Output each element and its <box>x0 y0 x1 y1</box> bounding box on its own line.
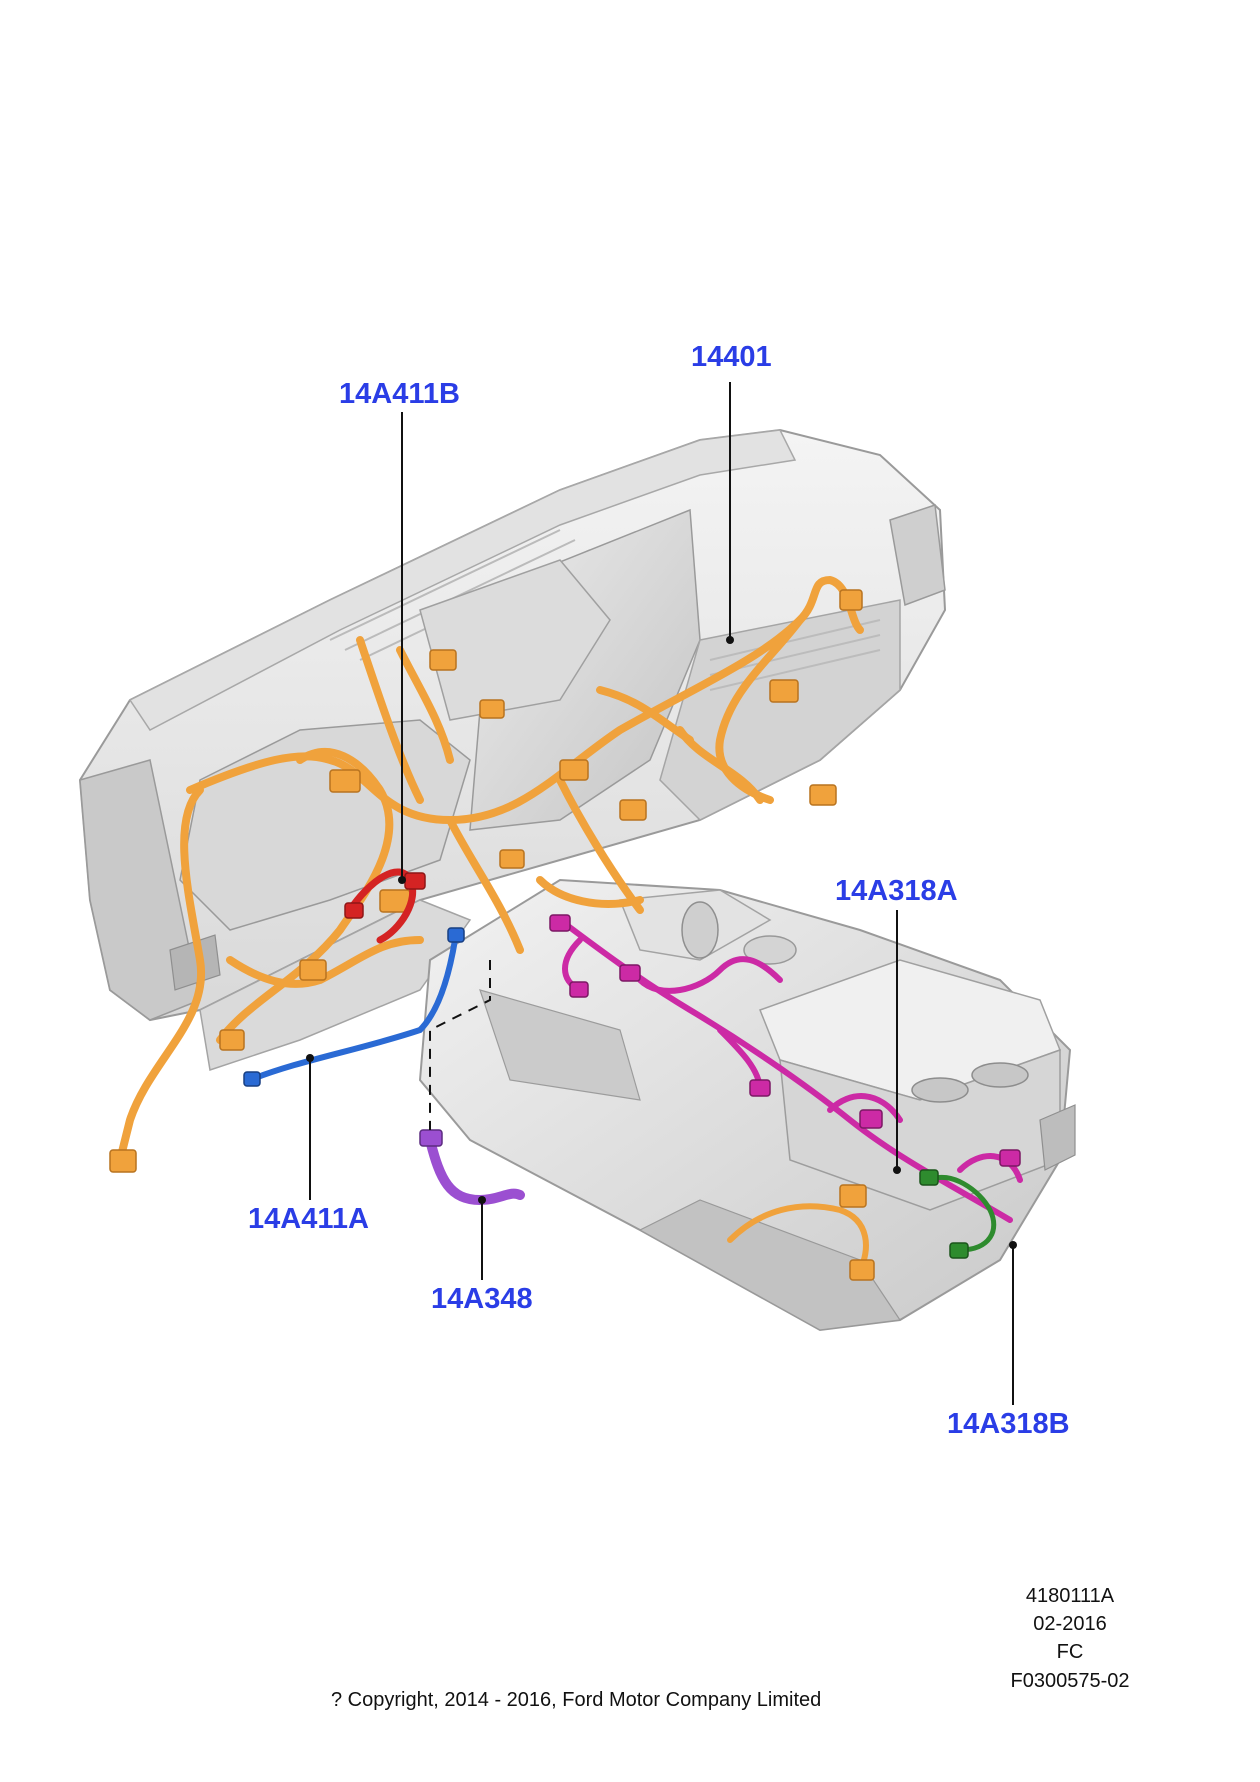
main-harness-14401 <box>116 576 864 1164</box>
callout-14A318B: 14A318B <box>947 1408 1070 1440</box>
console-rear-harness-orange <box>727 1184 875 1281</box>
callout-14401: 14401 <box>691 341 772 373</box>
instrument-panel <box>78 428 947 1071</box>
harness-14A318B-green <box>919 1169 997 1259</box>
callout-14A318A: 14A318A <box>835 875 958 907</box>
illustration-date: 02-2016 <box>1033 1613 1107 1635</box>
callout-14A348: 14A348 <box>431 1283 533 1315</box>
illustration-reference: F0300575-02 <box>1010 1670 1130 1692</box>
dashed-connection-14A348 <box>429 960 491 1130</box>
leader-lines <box>309 382 1014 1405</box>
copyright-notice: ? Copyright, 2014 - 2016, Ford Motor Com… <box>331 1689 822 1711</box>
harness-connectors-orange <box>109 589 863 1173</box>
leader-dots <box>306 636 1017 1249</box>
callout-14A411B: 14A411B <box>339 378 460 410</box>
callout-14A411A: 14A411A <box>248 1203 369 1235</box>
illustration-id: 4180111A <box>1025 1585 1115 1607</box>
harness-14A411A-blue <box>243 927 465 1087</box>
harness-connectors-magenta <box>549 914 1021 1167</box>
illustration-code: FC <box>1056 1641 1084 1663</box>
